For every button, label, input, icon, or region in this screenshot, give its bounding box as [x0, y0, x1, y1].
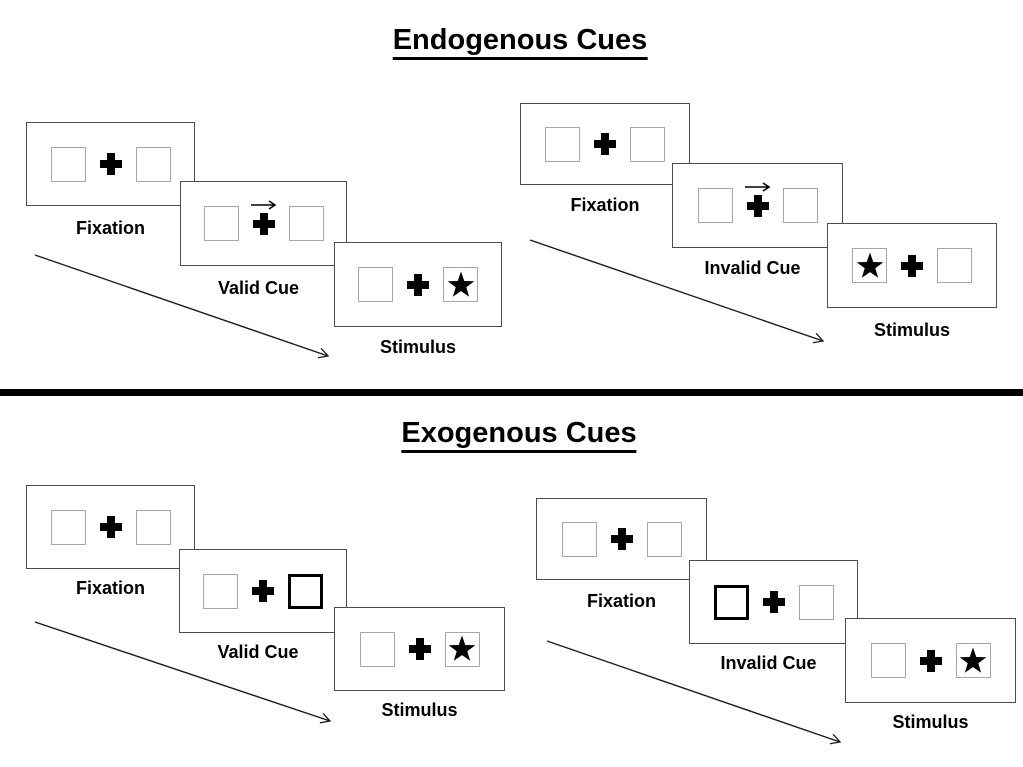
star-icon [448, 635, 476, 661]
bold-cue-box [288, 573, 323, 609]
panel-label-stimulus: Stimulus [379, 337, 456, 357]
star-target-box [955, 643, 991, 678]
star-icon [959, 647, 987, 673]
left-placeholder-box [697, 188, 733, 223]
fixation-cross-icon [252, 580, 274, 602]
panel-label-stimulus: Stimulus [381, 700, 458, 720]
exo-invalid-fixation-panel [536, 498, 707, 580]
fixation-cross-icon [99, 153, 122, 175]
left-placeholder-box [50, 146, 86, 182]
fixation-cross-icon [408, 638, 431, 660]
fixation-cross-wrap [99, 153, 123, 175]
left-placeholder-box [50, 509, 86, 545]
fixation-cross-wrap [99, 516, 123, 538]
endo-invalid-fixation-panel [520, 103, 690, 185]
star-icon [856, 252, 883, 278]
panel-label-fixation: Fixation [75, 218, 145, 238]
left-placeholder-box [203, 573, 238, 609]
exo-valid-cue-panel [179, 549, 347, 633]
right-placeholder-box [782, 188, 818, 223]
fixation-cross-icon [594, 133, 616, 155]
exo-invalid-stimulus-panel [845, 618, 1016, 703]
timeline-arrow-icon [546, 640, 842, 745]
endo-valid-stimulus-panel [334, 242, 502, 327]
endogenous-title-text: Endogenous Cues [392, 24, 648, 60]
left-placeholder-box [359, 631, 395, 667]
exogenous-title-text: Exogenous Cues [401, 417, 637, 453]
right-placeholder-box [646, 521, 682, 557]
right-placeholder-box [135, 509, 171, 545]
timeline-arrow-icon [529, 239, 825, 344]
star-icon [447, 271, 474, 297]
section-title-exogenous: Exogenous Cues [401, 417, 637, 453]
timeline-arrow-icon [34, 621, 332, 724]
star-target-box [852, 248, 887, 283]
left-placeholder-box [561, 521, 597, 557]
timeline-arrow-icon [34, 254, 330, 359]
panel-label-valid-cue: Valid Cue [217, 278, 300, 298]
fixation-cross-icon [901, 254, 923, 277]
fixation-cross-wrap [406, 273, 430, 296]
fixation-cross-icon [919, 649, 942, 672]
left-placeholder-box [870, 643, 906, 678]
right-placeholder-box [798, 584, 834, 620]
fixation-cross-wrap [610, 528, 634, 550]
panel-label-fixation: Fixation [570, 195, 640, 215]
right-placeholder-box [288, 206, 324, 241]
fixation-cross-icon [252, 212, 275, 235]
fixation-cross-wrap [900, 254, 924, 277]
left-placeholder-box [203, 206, 239, 241]
fixation-cross-wrap [408, 638, 432, 660]
right-arrow-icon [744, 181, 770, 192]
exo-valid-fixation-panel [26, 485, 195, 569]
panel-label-fixation: Fixation [75, 578, 145, 598]
fixation-cross-icon [99, 516, 122, 538]
right-placeholder-box [937, 248, 972, 283]
fixation-cross-wrap [593, 133, 617, 155]
fixation-cross-icon [407, 273, 429, 296]
section-title-endogenous: Endogenous Cues [392, 24, 648, 60]
panel-label-stimulus: Stimulus [873, 320, 950, 340]
endo-invalid-cue-panel [672, 163, 843, 248]
left-placeholder-box [358, 267, 393, 302]
fixation-cross-wrap [251, 580, 275, 602]
right-placeholder-box [135, 146, 171, 182]
endo-valid-fixation-panel [26, 122, 195, 206]
panel-label-invalid-cue: Invalid Cue [704, 258, 801, 278]
bold-cue-box [713, 584, 749, 620]
fixation-cross-wrap [919, 649, 943, 672]
endo-invalid-stimulus-panel [827, 223, 997, 308]
section-divider [0, 389, 1023, 396]
fixation-cross-icon [610, 528, 633, 550]
panel-label-invalid-cue: Invalid Cue [720, 653, 817, 673]
fixation-cross-wrap [250, 199, 276, 235]
panel-label-valid-cue: Valid Cue [217, 642, 299, 662]
endo-valid-cue-panel [180, 181, 347, 266]
exo-valid-stimulus-panel [334, 607, 505, 691]
fixation-cross-wrap [744, 181, 770, 217]
panel-label-stimulus: Stimulus [892, 712, 969, 732]
fixation-cross-icon [762, 591, 785, 613]
exo-invalid-cue-panel [689, 560, 858, 644]
fixation-cross-icon [746, 194, 769, 217]
left-placeholder-box [545, 126, 580, 162]
panel-label-fixation: Fixation [586, 591, 656, 611]
star-target-box [444, 631, 480, 667]
right-arrow-icon [250, 199, 276, 210]
fixation-cross-wrap [762, 591, 786, 613]
right-placeholder-box [630, 126, 665, 162]
star-target-box [443, 267, 478, 302]
